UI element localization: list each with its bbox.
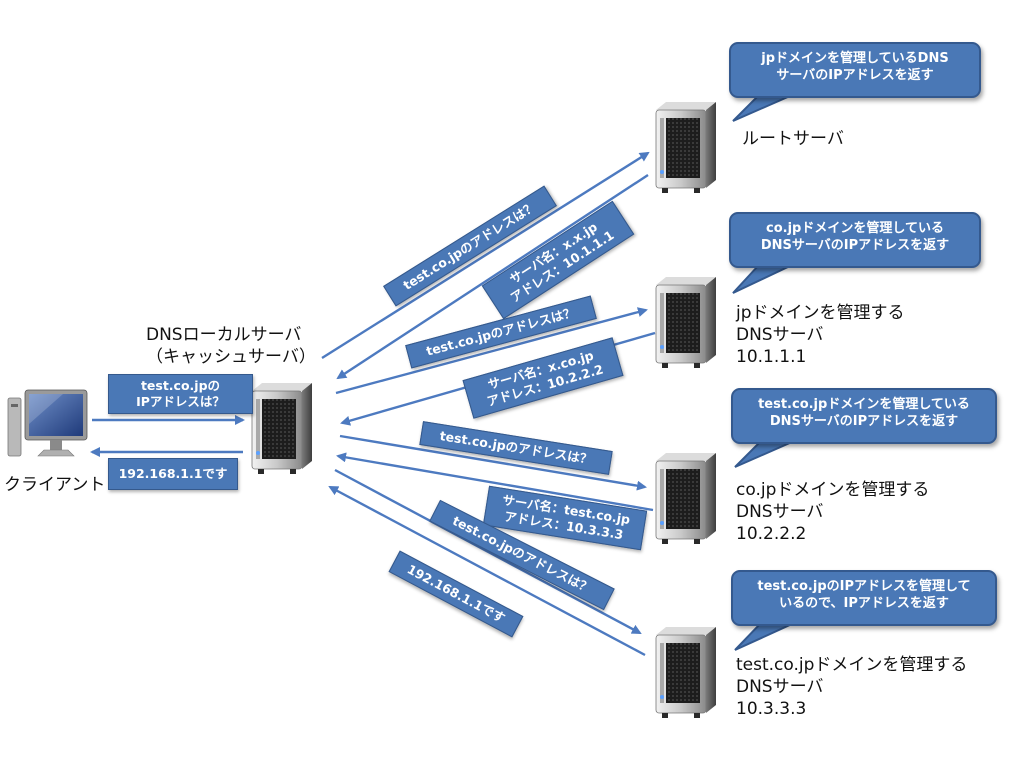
jp-server-label-line3: 10.1.1.1 <box>736 347 807 367</box>
root-server-label-line1: ルートサーバ <box>742 129 844 149</box>
jp-server-icon <box>655 276 717 369</box>
arrow-local-to-cojp <box>339 434 647 491</box>
client-answer-message: 192.168.1.1です <box>108 458 238 490</box>
testcojp-bubble-line2: いるので、IPアドレスを返す <box>779 596 949 611</box>
testcojp-server-label-line2: DNSサーバ <box>736 677 824 697</box>
testcojp-speech-bubble: test.co.jpのIPアドレスを管理して いるので、IPアドレスを返す <box>731 570 997 626</box>
jp-server-label: jpドメインを管理する DNSサーバ 10.1.1.1 <box>736 302 905 368</box>
cojp-server-icon <box>655 452 717 545</box>
client-computer-icon <box>7 389 88 457</box>
root-speech-bubble: jpドメインを管理しているDNS サーバのIPアドレスを返す <box>729 42 981 98</box>
cojp-speech-bubble: test.co.jpドメインを管理している DNSサーバのIPアドレスを返す <box>731 388 997 444</box>
root-server-label: ルートサーバ <box>742 128 844 150</box>
jp-bubble-line1: co.jpドメインを管理している <box>766 221 944 236</box>
jp-server-label-line2: DNSサーバ <box>736 325 824 345</box>
cojp-server-label-line3: 10.2.2.2 <box>736 524 807 544</box>
client-label: クライアント <box>4 474 105 496</box>
local-dns-server-icon <box>251 382 313 475</box>
arrow-local-to-jp <box>335 307 648 395</box>
testcojp-server-label-line1: test.co.jpドメインを管理する <box>736 655 968 675</box>
jp-speech-bubble: co.jpドメインを管理している DNSサーバのIPアドレスを返す <box>729 212 981 268</box>
client-label-text: クライアント <box>4 475 106 495</box>
arrow-root-to-local <box>336 173 649 380</box>
testcojp-server-label: test.co.jpドメインを管理する DNSサーバ 10.3.3.3 <box>736 654 967 720</box>
local-dns-label-line2: （キャッシュサーバ） <box>146 347 316 367</box>
local-dns-label: DNSローカルサーバ （キャッシュサーバ） <box>146 324 316 368</box>
testcojp-server-icon <box>655 626 717 719</box>
client-query-line1: test.co.jpの <box>140 378 221 393</box>
cojp-server-label-line2: DNSサーバ <box>736 502 824 522</box>
cojp-bubble-line1: test.co.jpドメインを管理している <box>758 397 970 412</box>
root-server-icon <box>655 101 717 194</box>
local-dns-label-line1: DNSローカルサーバ <box>146 325 302 345</box>
root-bubble-line2: サーバのIPアドレスを返す <box>776 68 934 83</box>
cojp-server-label-line1: co.jpドメインを管理する <box>736 480 930 500</box>
arrow-test-to-local <box>328 485 646 657</box>
arrow-local-to-root <box>321 151 650 360</box>
jp-server-label-line1: jpドメインを管理する <box>736 303 905 323</box>
client-query-line2: IPアドレスは？ <box>136 394 225 409</box>
root-bubble-line1: jpドメインを管理しているDNS <box>761 51 949 66</box>
jp-bubble-line2: DNSサーバのIPアドレスを返す <box>760 238 950 253</box>
client-answer-line1: 192.168.1.1です <box>118 466 228 481</box>
client-query-message: test.co.jpの IPアドレスは？ <box>108 374 253 414</box>
arrow-cojp-to-local <box>336 452 654 512</box>
cojp-bubble-line2: DNSサーバのIPアドレスを返す <box>769 414 959 429</box>
arrow-local-to-test <box>334 468 642 635</box>
cojp-server-label: co.jpドメインを管理する DNSサーバ 10.2.2.2 <box>736 479 929 545</box>
testcojp-server-label-line3: 10.3.3.3 <box>736 699 807 719</box>
bubble-tails <box>732 95 793 651</box>
testcojp-bubble-line1: test.co.jpのIPアドレスを管理して <box>757 579 971 594</box>
